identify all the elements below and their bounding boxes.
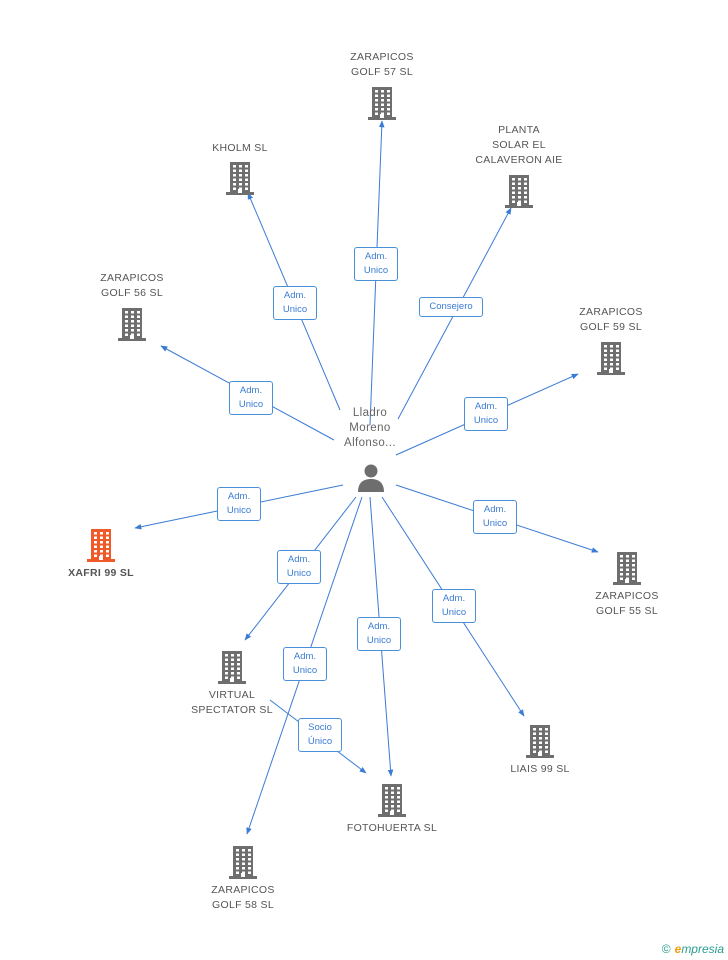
person-icon[interactable] — [356, 462, 386, 492]
footer-brand[interactable]: ©empresia — [662, 942, 724, 956]
relation-badge[interactable]: Adm. Unico — [229, 381, 273, 415]
relation-badge[interactable]: Socio Único — [298, 718, 342, 752]
company-name[interactable]: XAFRI 99 SL — [68, 567, 134, 579]
relation-badge[interactable]: Adm. Unico — [273, 286, 317, 320]
company-name[interactable]: PLANTA SOLAR EL CALAVERON AIE — [475, 124, 563, 166]
copyright-icon: © — [661, 942, 671, 956]
company-name[interactable]: ZARAPICOS GOLF 57 SL — [350, 51, 414, 78]
company-name[interactable]: ZARAPICOS GOLF 58 SL — [211, 884, 275, 911]
company-name[interactable]: ZARAPICOS GOLF 56 SL — [100, 272, 164, 299]
brand-name: mpresia — [681, 942, 724, 956]
building-icon[interactable] — [224, 160, 256, 196]
relation-badge[interactable]: Adm. Unico — [354, 247, 398, 281]
building-icon[interactable] — [116, 306, 148, 342]
relation-badge[interactable]: Adm. Unico — [283, 647, 327, 681]
company-name[interactable]: VIRTUAL SPECTATOR SL — [191, 689, 273, 716]
company-name[interactable]: KHOLM SL — [212, 142, 268, 154]
company-name[interactable]: LIAIS 99 SL — [510, 763, 570, 775]
building-icon[interactable] — [216, 649, 248, 685]
building-icon[interactable] — [611, 550, 643, 586]
company-name[interactable]: FOTOHUERTA SL — [346, 822, 438, 834]
person-name[interactable]: Lladro Moreno Alfonso... — [344, 407, 396, 449]
relation-badge[interactable]: Adm. Unico — [473, 500, 517, 534]
building-icon[interactable] — [376, 782, 408, 818]
company-name[interactable]: ZARAPICOS GOLF 55 SL — [595, 590, 659, 617]
relation-badge[interactable]: Consejero — [419, 297, 483, 317]
building-icon[interactable] — [524, 723, 556, 759]
building-icon[interactable] — [366, 85, 398, 121]
building-icon[interactable] — [227, 844, 259, 880]
relation-badge[interactable]: Adm. Unico — [217, 487, 261, 521]
relation-badge[interactable]: Adm. Unico — [432, 589, 476, 623]
relation-badge[interactable]: Adm. Unico — [357, 617, 401, 651]
relation-badge[interactable]: Adm. Unico — [464, 397, 508, 431]
brand-e: e — [674, 942, 682, 956]
relation-badge[interactable]: Adm. Unico — [277, 550, 321, 584]
company-name[interactable]: ZARAPICOS GOLF 59 SL — [579, 306, 643, 333]
building-icon[interactable] — [503, 173, 535, 209]
building-icon[interactable] — [595, 340, 627, 376]
building-icon[interactable] — [85, 527, 117, 563]
